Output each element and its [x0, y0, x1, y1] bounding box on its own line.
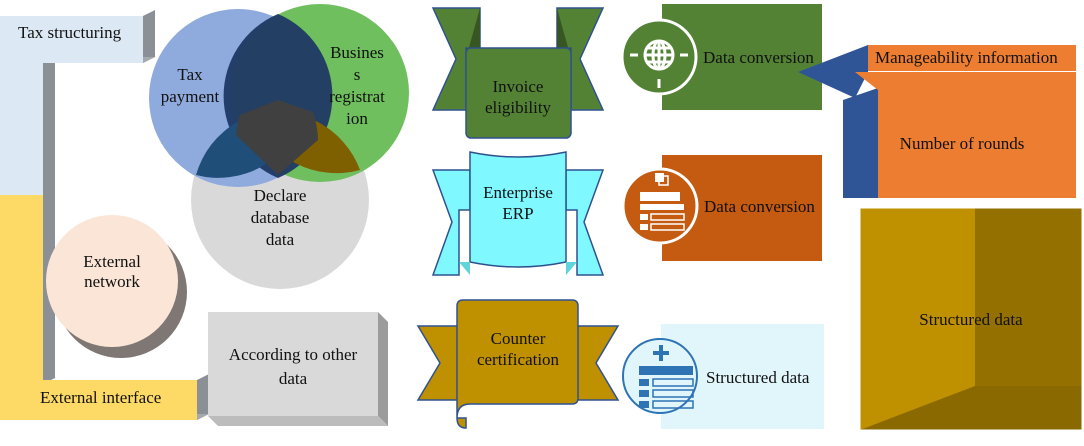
external-interface-label: External interface: [40, 388, 161, 407]
according-label-2: data: [279, 369, 308, 388]
venn-declare-label-1: Declare: [254, 186, 307, 205]
venn-business-label-4: ion: [346, 109, 368, 128]
tax-structuring-label: Tax structuring: [18, 23, 122, 42]
external-network-label-2: network: [84, 272, 140, 291]
venn-business-label-1: Busines: [330, 43, 384, 62]
venn-business-label-3: registrat: [329, 87, 385, 106]
venn-declare-label-2: database: [251, 208, 310, 227]
ribbon-counter-certification: [416, 299, 620, 429]
ribbon-invoice-label-1: Invoice: [493, 77, 544, 96]
ribbon-invoice-label-2: eligibility: [485, 98, 552, 117]
structured-data-room-label: Structured data: [919, 310, 1023, 329]
left-l-band: [0, 10, 209, 420]
venn-tax-label-1: Tax: [177, 65, 203, 84]
number-of-rounds-label: Number of rounds: [900, 134, 1025, 153]
ribbon-counter-label-2: certification: [477, 350, 560, 369]
list-add-icon: [639, 345, 694, 409]
card-data-conversion-green: [620, 4, 822, 110]
external-network-node: [46, 215, 187, 358]
ribbon-counter-label-1: Counter: [491, 329, 546, 348]
according-label-1: According to other: [229, 345, 358, 364]
ribbon-erp-label-1: Enterprise: [483, 183, 553, 202]
data-conversion-1-label: Data conversion: [703, 48, 814, 67]
venn-declare-label-3: data: [266, 230, 295, 249]
structured-data-room: [859, 207, 1083, 431]
venn-tax-label-2: payment: [161, 87, 220, 106]
according-to-other-data-box: [208, 312, 388, 426]
ribbon-enterprise-erp: [431, 151, 605, 276]
ribbon-erp-label-2: ERP: [502, 204, 533, 223]
manageability-3d-box: [798, 45, 1076, 198]
venn-diagram: [149, 4, 409, 289]
manageability-information-label: Manageability information: [875, 48, 1058, 67]
form-icon: [640, 173, 685, 231]
data-conversion-2-label: Data conversion: [704, 197, 815, 216]
venn-business-label-2: s: [354, 65, 361, 84]
ribbon-invoice-eligibility: [431, 7, 605, 139]
external-network-label-1: External: [83, 252, 141, 271]
structured-data-card-label: Structured data: [706, 368, 810, 387]
globe-icon: [630, 39, 688, 88]
